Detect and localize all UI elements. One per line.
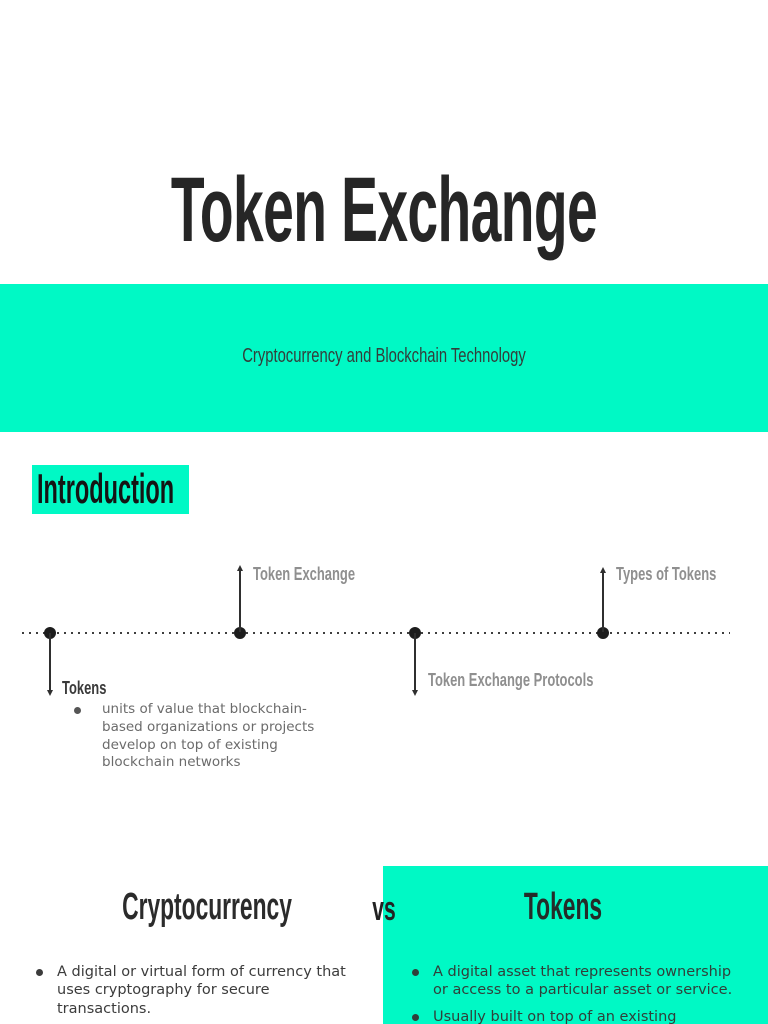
left-column-heading: Cryptocurrency xyxy=(122,886,292,928)
timeline-stem xyxy=(47,633,53,696)
list-item: A digital asset that represents ownershi… xyxy=(406,963,736,1000)
page-title: Token Exchange xyxy=(170,158,598,261)
bullet-marker xyxy=(74,707,81,714)
subtitle-text: Cryptocurrency and Blockchain Technology xyxy=(242,345,526,367)
timeline-stem xyxy=(600,567,606,632)
timeline-stem xyxy=(237,565,243,632)
timeline-label-types-of-tokens: Types of Tokens xyxy=(616,564,717,584)
right-bullet-list: A digital asset that represents ownershi… xyxy=(406,963,736,1024)
list-item: Usually built on top of an existing xyxy=(406,1008,736,1024)
vs-divider-label: vs xyxy=(372,890,396,928)
right-column-panel xyxy=(383,866,768,1024)
left-bullet-list: A digital or virtual form of currency th… xyxy=(30,963,360,1024)
timeline-stem xyxy=(412,633,418,696)
timeline-dotted-line xyxy=(22,632,730,634)
timeline-node-dot xyxy=(234,627,246,639)
tokens-bullet-text: units of value that blockchain-based org… xyxy=(102,701,315,771)
timeline-node-dot xyxy=(597,627,609,639)
section-heading-highlight: Introduction xyxy=(32,465,189,514)
list-item: A digital or virtual form of currency th… xyxy=(30,963,360,1018)
subtitle-band: Cryptocurrency and Blockchain Technology xyxy=(0,284,768,432)
right-column-heading: Tokens xyxy=(523,886,603,928)
timeline-label-tokens: Tokens xyxy=(62,678,107,698)
section-heading: Introduction xyxy=(37,465,175,512)
timeline-label-token-exchange: Token Exchange xyxy=(253,564,356,584)
timeline-label-token-exchange-protocols: Token Exchange Protocols xyxy=(428,670,594,690)
